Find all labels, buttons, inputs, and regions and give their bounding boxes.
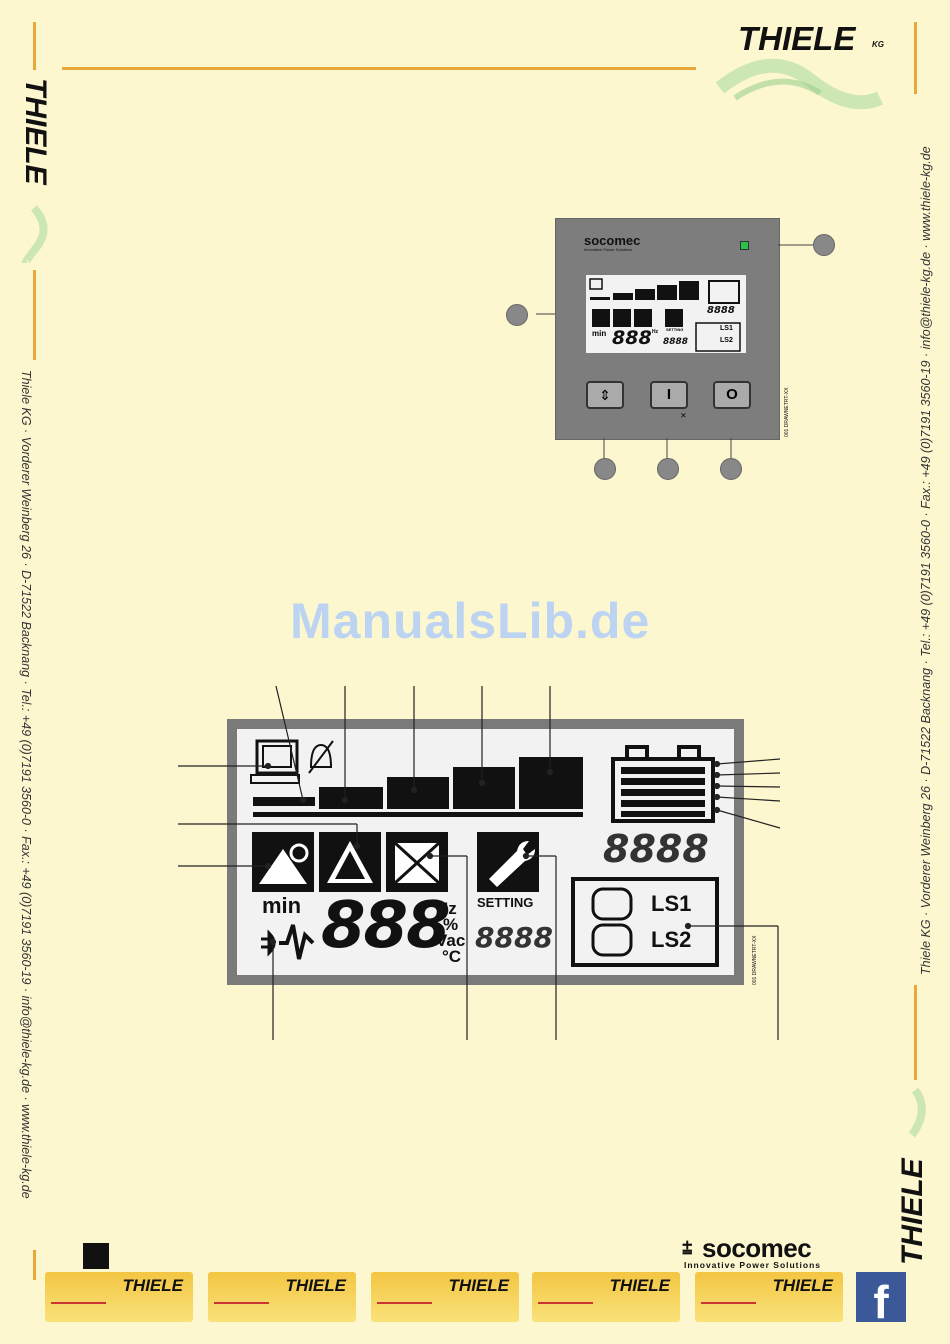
lcd-main-value: 888 (321, 889, 451, 963)
thiele-suffix: KG (872, 40, 884, 49)
footer-tile-1[interactable]: THIELE (45, 1272, 193, 1322)
lcd-vac-unit: Vac (436, 931, 466, 950)
mini-lcd-ls2: LS2 (720, 337, 733, 344)
mute-icon: ⨯ (680, 411, 687, 420)
device-brand: socomec (584, 233, 641, 248)
facebook-icon[interactable]: f (856, 1272, 906, 1328)
socomec-logo: ⩲ socomec Innovative Power Solutions (682, 1233, 862, 1272)
lcd-ls2-label: LS2 (651, 927, 692, 952)
mini-lcd-digits: 8888 (707, 305, 735, 316)
callout-lcd (506, 304, 528, 326)
callout-off-button (720, 458, 742, 480)
watermark: ManualsLib.de (290, 593, 651, 649)
footer-tile-3[interactable]: THIELE (371, 1272, 519, 1322)
left-rule-top (33, 22, 36, 70)
mini-lcd-min: min (592, 329, 607, 338)
socomec-wordmark: socomec (702, 1233, 812, 1263)
scroll-button[interactable]: ⇕ (586, 381, 624, 409)
lcd-celsius-unit: °C (442, 947, 462, 966)
device-brand-sub: Innovative Power Solutions (584, 247, 633, 252)
off-button[interactable]: O (713, 381, 751, 409)
lcd-percent-unit: % (443, 915, 459, 934)
ups-front-panel: socomec Innovative Power Solutions min 8… (555, 218, 790, 440)
mini-lcd-value: 888 (612, 327, 652, 349)
callout-led (813, 234, 835, 256)
callout-on-button (657, 458, 679, 480)
right-rule-bottom (914, 985, 917, 1080)
lcd-display: min 888 Hz % Vac °C 8888 8888 SETTING LS… (237, 729, 734, 975)
mini-lcd-setting: SETTING (666, 327, 684, 332)
lcd-hz-unit: Hz (436, 899, 457, 918)
lcd-setting-label: SETTING (477, 895, 534, 910)
callout-scroll-button (594, 458, 616, 480)
footer-tile-4[interactable]: THIELE (532, 1272, 680, 1322)
mini-lcd-small: 8888 (663, 337, 689, 347)
mini-lcd-ls1: LS1 (720, 325, 733, 332)
lcd-ls1-label: LS1 (651, 891, 692, 916)
lcd-small-digits: 8888 (475, 921, 553, 954)
lcd-battery-digits: 8888 (603, 827, 709, 871)
mini-lcd: min 888 Hz 8888 8888 SETTING LS1 LS2 (586, 275, 746, 353)
socomec-mark-icon: ⩲ (682, 1238, 693, 1258)
footer-tile-2[interactable]: THIELE (208, 1272, 356, 1322)
header-rule (62, 67, 696, 70)
right-rule-top (914, 22, 917, 94)
footer-tile-label: THIELE (285, 1276, 346, 1295)
footer-tile-label: THIELE (609, 1276, 670, 1295)
thiele-wordmark: THIELE (738, 20, 856, 57)
footer-tile-5[interactable]: THIELE (695, 1272, 843, 1322)
status-led (740, 241, 749, 250)
left-rule-bottom (33, 1250, 36, 1280)
socomec-tagline: Innovative Power Solutions (684, 1260, 821, 1270)
thiele-logo-right: THIELE (890, 1080, 940, 1270)
lcd-min-label: min (262, 893, 302, 918)
device-callout-lines (536, 244, 813, 459)
left-rule-mid (33, 270, 36, 360)
footer-tile-label: THIELE (448, 1276, 509, 1295)
on-button[interactable]: I (650, 381, 688, 409)
thiele-logo-left: THIELE (6, 78, 56, 263)
footer-tile-label: THIELE (772, 1276, 833, 1295)
footer-tile-label: THIELE (122, 1276, 183, 1295)
up-down-arrow-icon: ⇕ (599, 387, 611, 403)
thiele-logo-top: THIELE KG (710, 18, 890, 113)
mini-lcd-hz: Hz (652, 329, 659, 335)
page-marker (83, 1243, 109, 1269)
